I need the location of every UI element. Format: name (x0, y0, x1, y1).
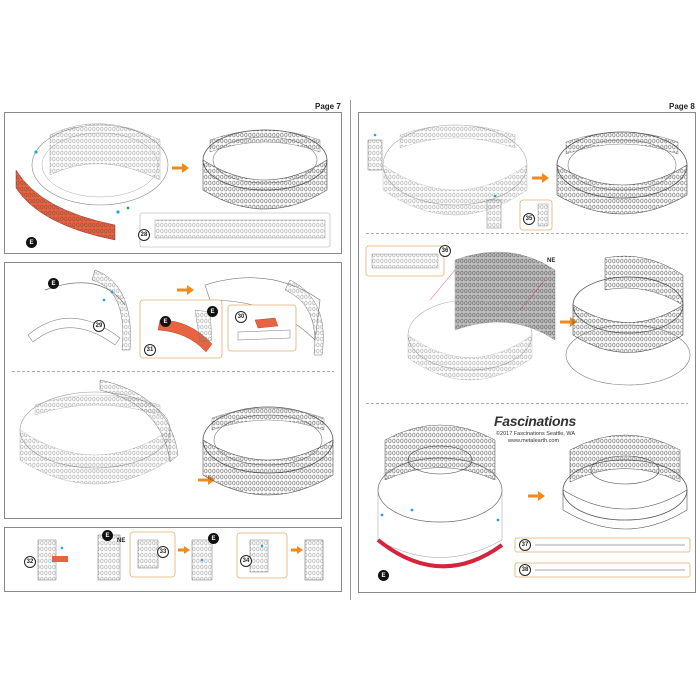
colosseum-result-4 (565, 255, 691, 386)
brand-website: www.metalearth.com (508, 438, 560, 444)
step-32-badge: 32 (24, 556, 36, 568)
step-38-badge: 38 (519, 564, 531, 576)
colosseum-result-2 (202, 406, 334, 496)
step-37-badge: 37 (519, 539, 531, 551)
step-36-badge: 36 (439, 245, 451, 257)
step-33-badge: 33 (157, 546, 169, 558)
panel-inner-divider-2 (366, 403, 688, 404)
panel-inner-divider (12, 371, 334, 372)
step-31-badge: 31 (144, 344, 156, 356)
colosseum-in-progress-5 (376, 424, 504, 569)
colosseum-in-progress-2 (19, 379, 179, 485)
wall-pieces-32-34 (37, 531, 324, 581)
page-divider (350, 100, 351, 600)
panel-inner-divider-1 (366, 233, 688, 234)
marker-ne-2: NE (547, 258, 556, 264)
brand-copyright: ©2017 Fascinations Seattle, WA (496, 431, 576, 437)
colosseum-final (562, 434, 688, 530)
marker-e-1: E (26, 237, 37, 248)
page-7-label: Page 7 (315, 102, 341, 111)
colosseum-result-3 (556, 131, 688, 215)
step-29-badge: 29 (93, 320, 105, 332)
marker-e-2: E (48, 278, 59, 289)
marker-e-5: E (102, 530, 113, 541)
marker-ne-1: NE (117, 538, 126, 544)
brand-logo: Fascinations (494, 413, 576, 429)
marker-e-7: E (378, 570, 389, 581)
page-8-label: Page 8 (669, 102, 695, 111)
marker-e-3: E (160, 316, 171, 327)
step-35-badge: 35 (523, 213, 535, 225)
marker-e-4: E (207, 306, 218, 317)
arc-sections-result-29 (204, 277, 324, 356)
step-30-badge: 30 (235, 311, 247, 323)
marker-e-6: E (208, 533, 219, 544)
colosseum-result-1 (202, 129, 328, 210)
colosseum-in-progress-3 (367, 124, 528, 229)
step-34-badge: 34 (240, 555, 252, 567)
step-28-badge: 28 (138, 229, 150, 241)
arc-sections-29 (27, 269, 131, 351)
colosseum-in-progress-1 (15, 123, 169, 241)
colosseum-in-progress-4 (407, 251, 556, 381)
